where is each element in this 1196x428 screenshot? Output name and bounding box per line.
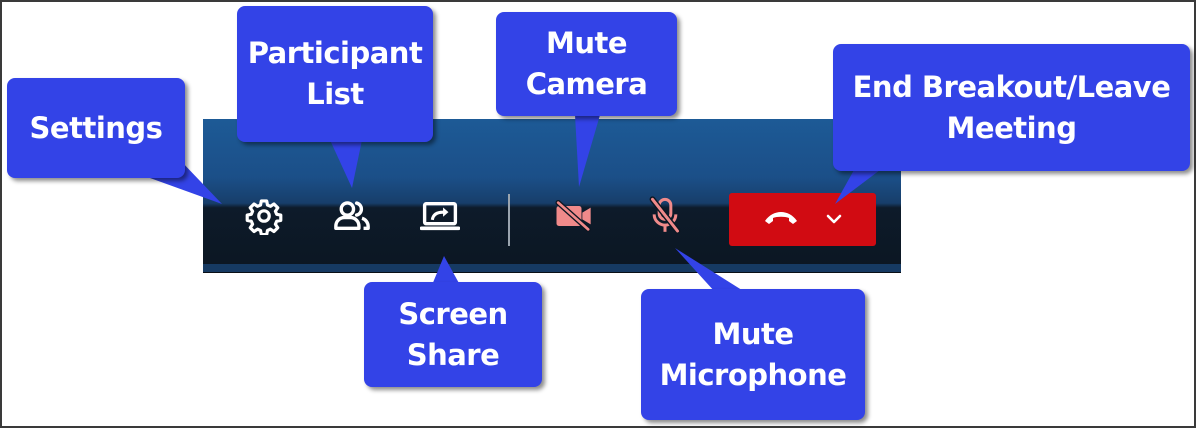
people-icon: [334, 201, 370, 230]
hang-up-icon: [765, 212, 797, 224]
camera-off-icon: [555, 200, 591, 232]
end-breakout-callout-label: End Breakout/Leave Meeting: [852, 69, 1171, 145]
gear-icon: [245, 199, 283, 235]
mute-camera-callout-label: Mute Camera: [525, 26, 648, 101]
mute-camera-callout: Mute Camera: [496, 12, 677, 116]
microphone-off-icon: [649, 196, 681, 234]
settings-callout: Settings: [7, 78, 185, 178]
chevron-down-icon[interactable]: [824, 211, 844, 227]
screen-share-callout: Screen Share: [364, 282, 542, 387]
screen-share-icon: [420, 202, 460, 231]
mute-microphone-callout-label: Mute Microphone: [659, 316, 847, 392]
screen-share-button[interactable]: [420, 196, 460, 236]
participant-list-callout: Participant List: [237, 6, 433, 142]
settings-button[interactable]: [244, 196, 284, 236]
end-breakout-callout: End Breakout/Leave Meeting: [833, 44, 1190, 171]
mute-camera-button[interactable]: [554, 196, 594, 236]
toolbar-bottom-strip: [203, 264, 901, 272]
mute-microphone-button[interactable]: [645, 196, 685, 236]
screen-share-callout-label: Screen Share: [398, 296, 508, 372]
participant-list-button[interactable]: [332, 196, 372, 236]
end-call-button[interactable]: [729, 193, 876, 246]
toolbar-divider: [508, 194, 510, 246]
participant-list-callout-label: Participant List: [247, 36, 423, 111]
settings-callout-label: Settings: [29, 110, 163, 145]
mute-microphone-callout: Mute Microphone: [641, 289, 865, 420]
